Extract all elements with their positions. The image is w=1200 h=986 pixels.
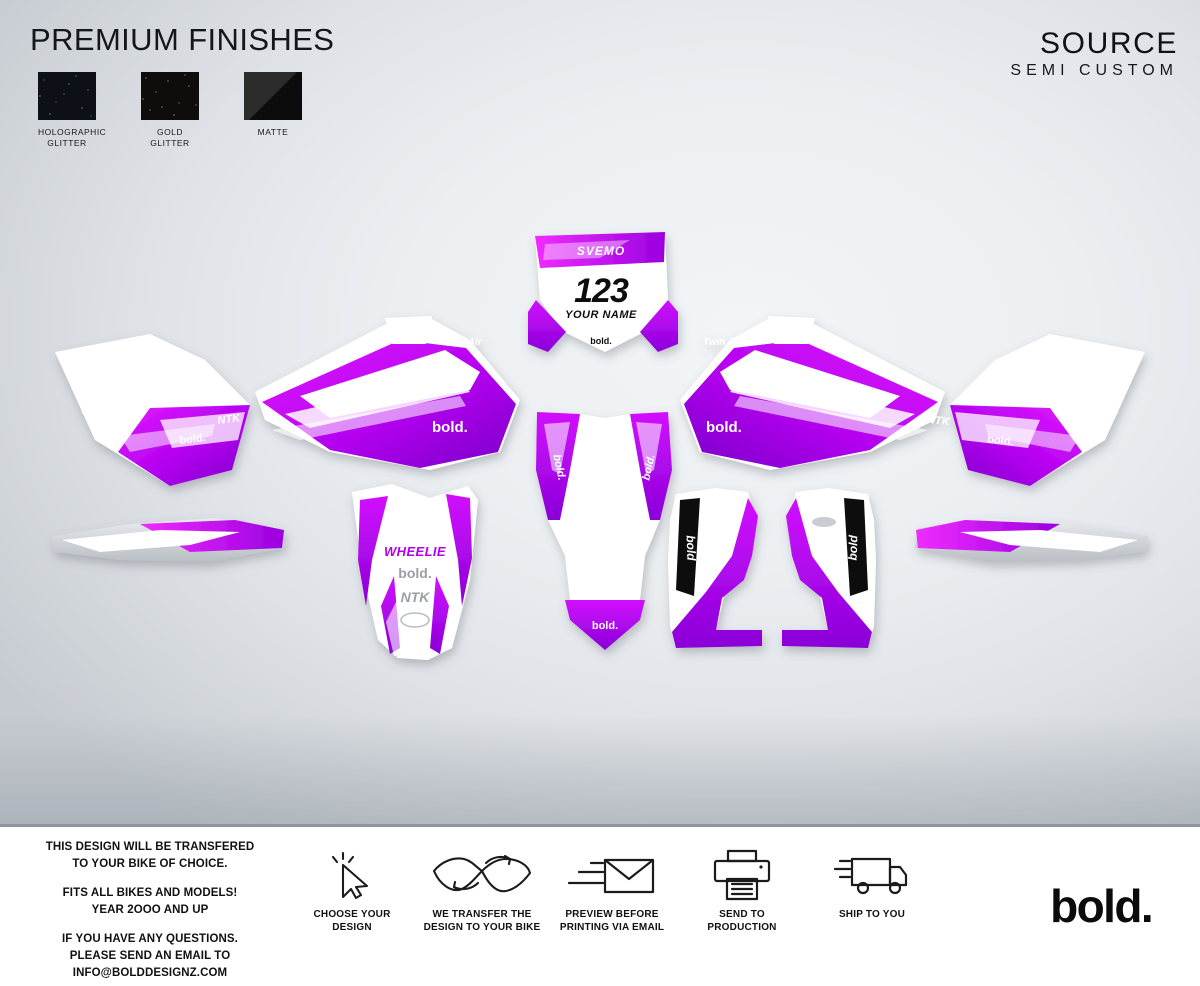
process-step-caption: PREVIEW BEFORE PRINTING VIA EMAIL [559, 909, 665, 933]
sponsor-mark-icon [400, 612, 430, 628]
brand-text: bold. [987, 433, 1015, 448]
premium-finishes-title: PREMIUM FINISHES [30, 22, 335, 57]
product-name: SOURCE [1040, 27, 1178, 60]
process-step-transfer-design: WE TRANSFER THE DESIGN TO YOUR BIKE [422, 847, 542, 934]
process-step-caption: WE TRANSFER THE DESIGN TO YOUR BIKE [423, 909, 541, 933]
footer-bar: THIS DESIGN WILL BE TRANSFERED TO YOUR B… [0, 824, 1200, 986]
piece-right-fork-guard[interactable]: bold [782, 488, 876, 648]
piece-front-number-plate[interactable]: SVEMO 123 YOUR NAME bold. [528, 232, 678, 352]
sanction-logo-text: SVEMO [577, 244, 625, 258]
fender-slogan-text: WHEELIE [384, 544, 446, 559]
process-step-caption: CHOOSE YOUR DESIGN [313, 909, 391, 933]
number-text: 123 [102, 358, 157, 398]
sponsor-twin-air-text: Twin Air [703, 337, 743, 348]
brand-text: bold. [590, 336, 612, 346]
piece-left-fork-guard[interactable]: bold [668, 488, 762, 648]
footer-notes: THIS DESIGN WILL BE TRANSFERED TO YOUR B… [0, 839, 300, 982]
gold-glitter-chip-icon [141, 72, 199, 120]
fork-guard-hole-icon [812, 517, 836, 527]
piece-right-rear-side-panel[interactable]: 123 YOUR NAME NTK bold. [926, 334, 1145, 486]
footer-note: THIS DESIGN WILL BE TRANSFERED TO YOUR B… [45, 841, 255, 870]
process-step-caption: SEND TO PRODUCTION [707, 909, 777, 933]
brand-vertical-text: bold. [640, 453, 657, 481]
footer-note: FITS ALL BIKES AND MODELS! YEAR 2OOO AND… [62, 887, 238, 916]
fork-text: bold [684, 535, 699, 561]
process-step-ship: SHIP TO YOU [812, 847, 932, 922]
printer-icon [682, 847, 802, 903]
brand-text: bold. [706, 419, 742, 436]
sponsor-ntk-text: NTK [401, 589, 431, 605]
number-text: 123 [574, 272, 629, 310]
process-step-caption: SHIP TO YOU [838, 909, 906, 920]
delivery-truck-icon [812, 847, 932, 903]
finish-swatch-matte[interactable]: MATTE [244, 72, 302, 148]
finish-swatch-holographic-glitter[interactable]: HOLOGRAPHIC GLITTER [38, 72, 107, 148]
finish-swatch-label: MATTE [257, 127, 289, 137]
piece-left-rim-strip[interactable] [52, 518, 285, 562]
artwork-stage: PREMIUM FINISHES HOLOGRAPHIC GLITTER GOL… [0, 0, 1200, 824]
finish-swatch-row: HOLOGRAPHIC GLITTER GOLD GLITTER MATTE [30, 72, 334, 148]
holographic-glitter-chip-icon [38, 72, 96, 120]
cursor-click-icon [292, 847, 412, 903]
sponsor-ntk-text: NTK [926, 414, 951, 429]
brand-text: bold. [179, 432, 207, 447]
brand-text: bold. [432, 419, 468, 436]
process-step-preview-email: PREVIEW BEFORE PRINTING VIA EMAIL [552, 847, 672, 934]
process-step-send-production: SEND TO PRODUCTION [682, 847, 802, 934]
sponsor-ntk-text: NTK [217, 412, 242, 427]
product-subtitle: SEMI CUSTOM [1010, 62, 1178, 79]
transfer-graphics-icon [422, 847, 542, 903]
process-steps: CHOOSE YOUR DESIGN WE [292, 847, 932, 934]
piece-rear-fender[interactable]: bold. bold. bold. [536, 412, 672, 650]
product-name-block: SOURCE SEMI CUSTOM [1010, 28, 1178, 81]
brand-vertical-text: bold. [550, 453, 567, 481]
bold-logo: bold. [1050, 880, 1153, 932]
brand-text: bold. [398, 565, 431, 581]
piece-left-radiator-shroud[interactable]: Twin Air bold. [255, 316, 520, 470]
finish-swatch-label: HOLOGRAPHIC GLITTER [38, 127, 107, 148]
finish-swatch-label: GOLD GLITTER [150, 127, 190, 148]
finish-swatch-gold-glitter[interactable]: GOLD GLITTER [141, 72, 199, 148]
rider-name-text: YOUR NAME [565, 309, 637, 321]
piece-right-rim-strip[interactable] [915, 518, 1148, 562]
matte-chip-icon [244, 72, 302, 120]
piece-front-fender[interactable]: WHEELIE bold. NTK [352, 484, 478, 660]
footer-note: IF YOU HAVE ANY QUESTIONS. PLEASE SEND A… [62, 933, 238, 979]
premium-finishes-block: PREMIUM FINISHES HOLOGRAPHIC GLITTER GOL… [30, 22, 334, 148]
piece-right-radiator-shroud[interactable]: Twin Air bold. [680, 316, 945, 470]
process-step-choose-design: CHOOSE YOUR DESIGN [292, 847, 412, 934]
brand-text: bold. [592, 620, 618, 632]
number-text: 123 [1044, 358, 1099, 398]
sponsor-twin-air-text: Twin Air [443, 337, 483, 348]
piece-left-rear-side-panel[interactable]: 123 YOUR NAME NTK bold. [55, 334, 250, 486]
graphics-kit-artwork: 123 YOUR NAME NTK bold. Twin Air bold. [52, 232, 1148, 660]
fork-text: bold [846, 534, 861, 560]
email-envelope-icon [552, 847, 672, 903]
